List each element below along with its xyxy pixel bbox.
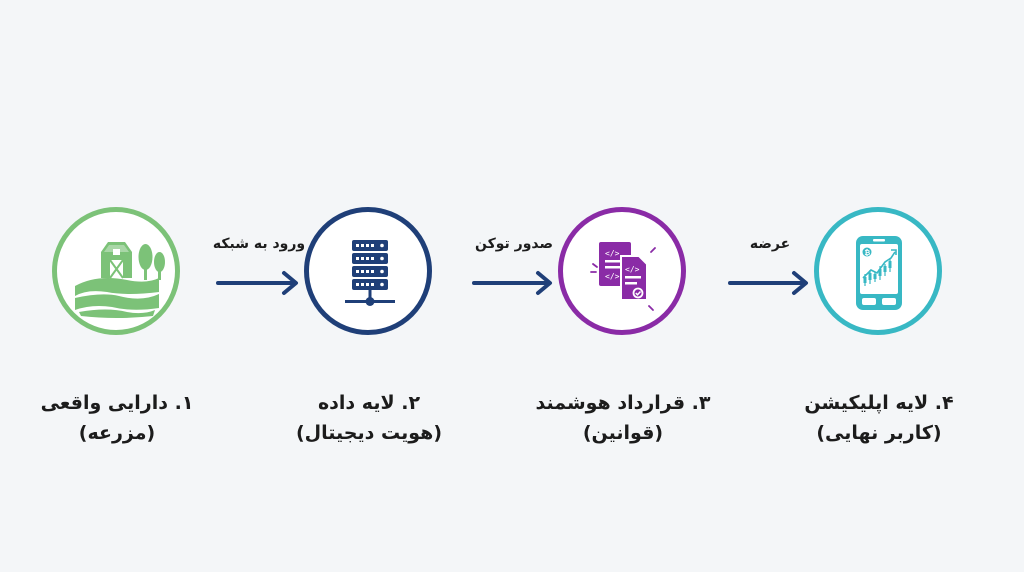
arrow-3-to-4 bbox=[728, 268, 812, 298]
step-4-label: ۴. لایه اپلیکیشن (کاربر نهایی) bbox=[764, 388, 994, 448]
step-2-subtitle: (هویت دیجیتال) bbox=[295, 422, 443, 444]
arrow-1-to-2 bbox=[216, 268, 302, 298]
step-2-title: ۲. لایه داده bbox=[317, 392, 421, 414]
server-icon bbox=[345, 240, 395, 306]
step-1-subtitle: (مزرعه) bbox=[78, 422, 156, 444]
step-3-title: ۳. قرارداد هوشمند bbox=[535, 392, 711, 414]
step-3-circle: </> </> </> bbox=[558, 207, 686, 335]
svg-text:₿: ₿ bbox=[865, 249, 871, 257]
connector-2-label: صدور توکن bbox=[474, 236, 554, 252]
connector-1-label: ورود به شبکه bbox=[212, 236, 306, 252]
step-2-label: ۲. لایه داده (هویت دیجیتال) bbox=[254, 388, 484, 448]
step-4-title: ۴. لایه اپلیکیشن bbox=[804, 392, 954, 414]
farm-icon bbox=[75, 242, 165, 318]
step-1-label: ۱. دارایی واقعی (مزرعه) bbox=[2, 388, 232, 448]
connector-3-label: عرضه bbox=[749, 236, 791, 252]
step-1-circle bbox=[52, 207, 180, 335]
arrow-2-to-3 bbox=[472, 268, 556, 298]
step-4-subtitle: (کاربر نهایی) bbox=[816, 422, 942, 444]
smart-contract-icon: </> </> </> bbox=[590, 242, 656, 311]
step-2-circle bbox=[304, 207, 432, 335]
mobile-app-icon: ₿ bbox=[856, 236, 902, 310]
step-3-label: ۳. قرارداد هوشمند (قوانین) bbox=[508, 388, 738, 448]
svg-text:</>: </> bbox=[625, 265, 640, 274]
svg-text:</>: </> bbox=[605, 272, 620, 281]
step-1-title: ۱. دارایی واقعی bbox=[40, 392, 194, 414]
step-4-circle: ₿ bbox=[814, 207, 942, 335]
svg-text:</>: </> bbox=[605, 249, 620, 258]
step-3-subtitle: (قوانین) bbox=[582, 422, 664, 444]
